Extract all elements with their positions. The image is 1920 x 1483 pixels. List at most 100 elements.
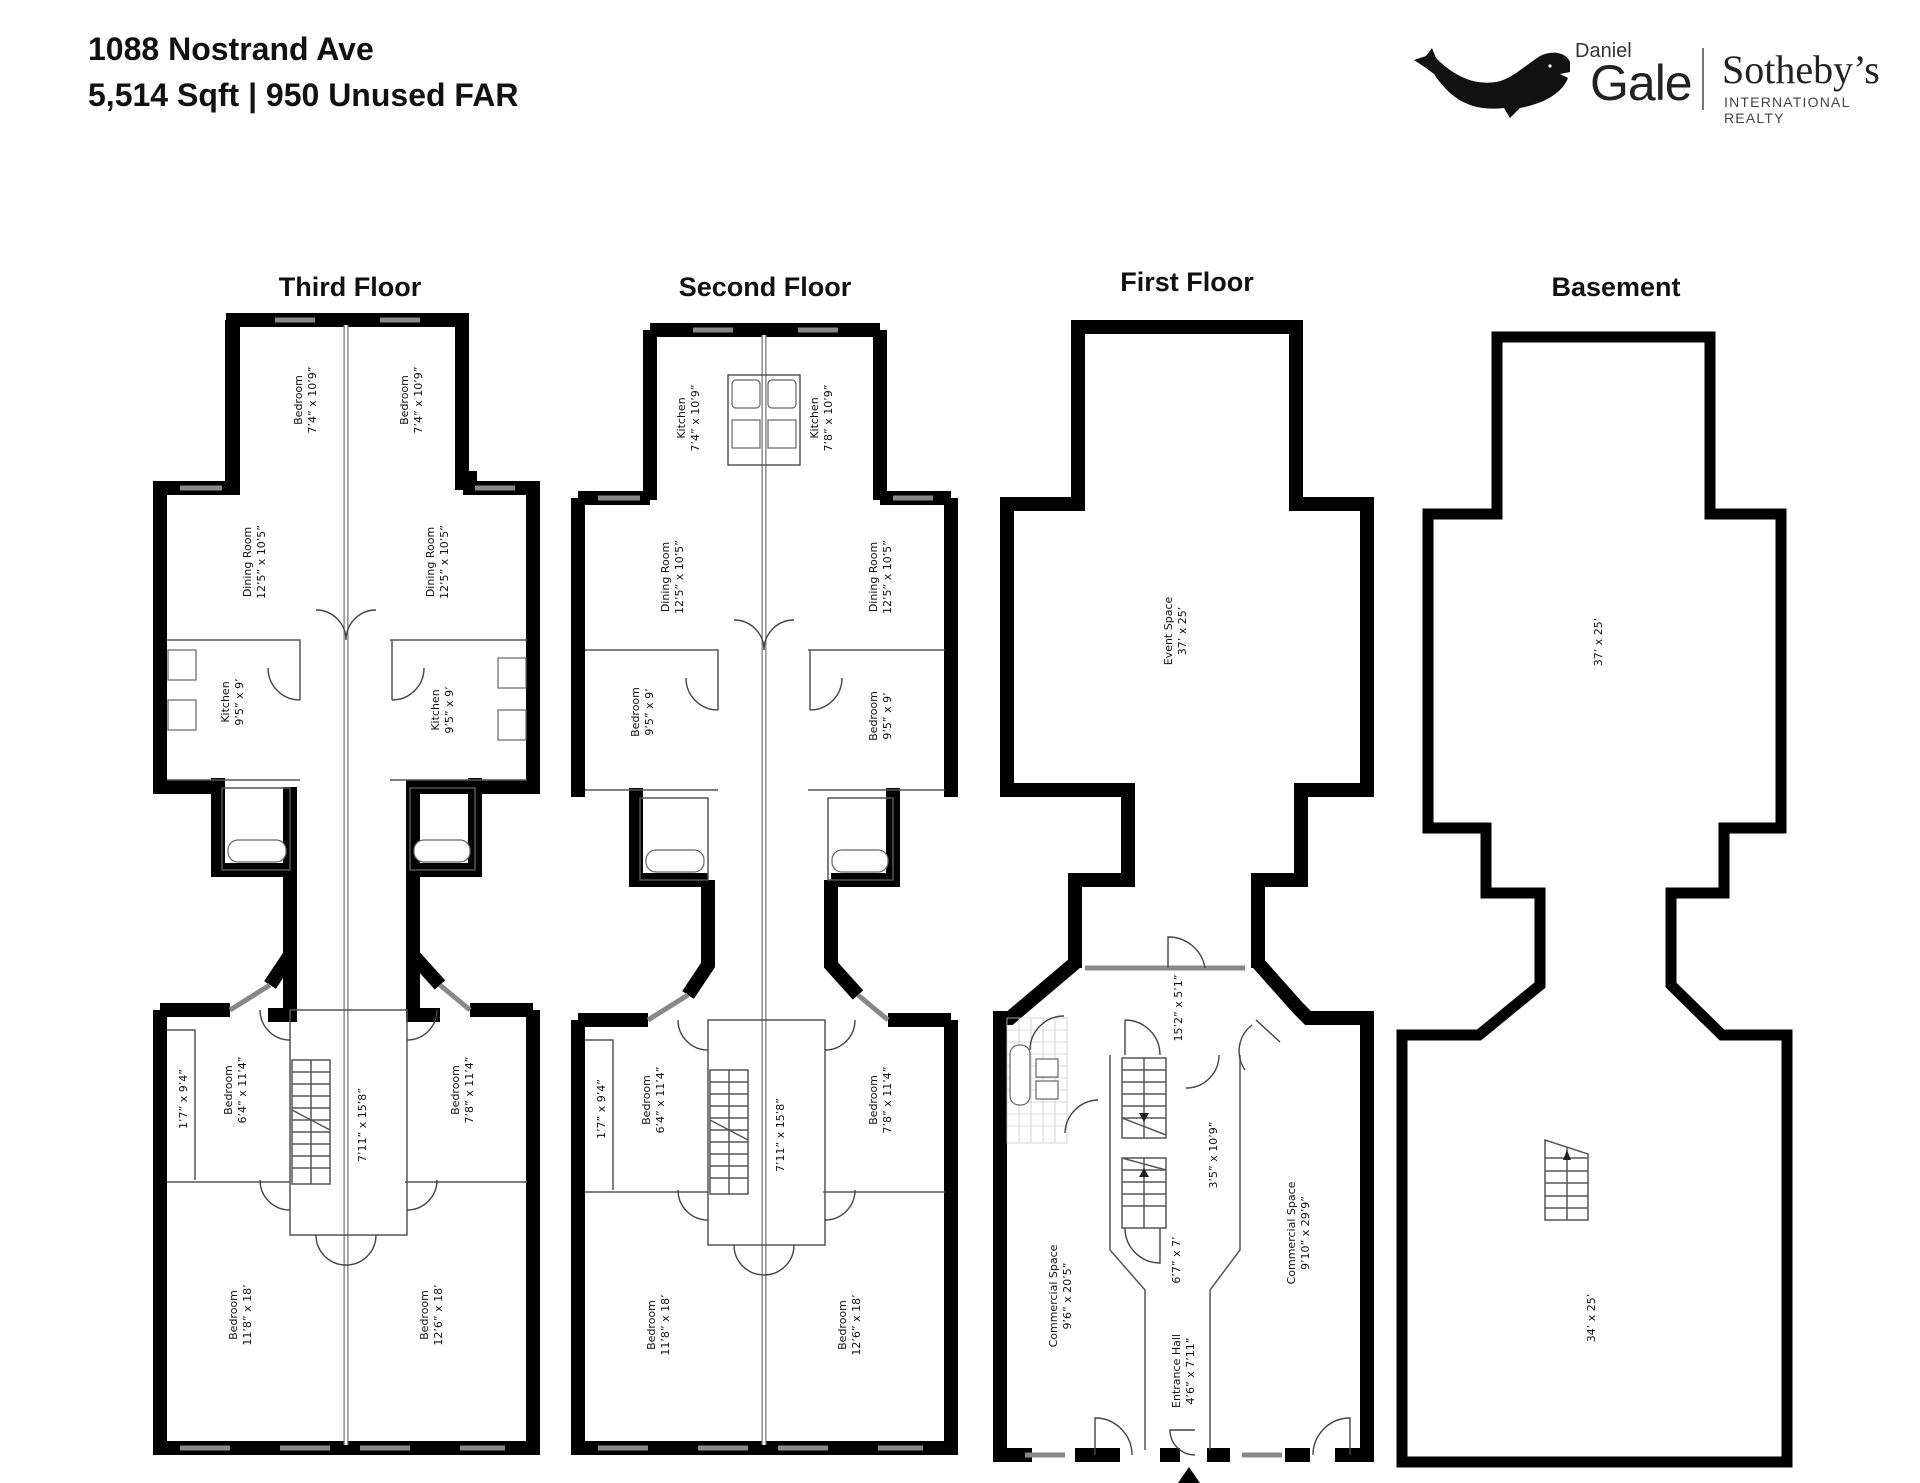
room-dims: 1’7” x 9’4” [595, 1079, 608, 1139]
svg-text:Dining Room12’5” x 10’5”: Dining Room12’5” x 10’5” [424, 525, 451, 599]
svg-text:Bedroom6’4” x 11’4”: Bedroom6’4” x 11’4” [222, 1057, 249, 1124]
svg-text:1’7” x 9’4”: 1’7” x 9’4” [595, 1079, 608, 1139]
room-name: Dining Room [659, 542, 672, 612]
room-dims: 12’6” x 18’ [850, 1294, 863, 1355]
area-summary: 5,514 Sqft | 950 Unused FAR [88, 77, 519, 113]
room-dims: 37’ x 25’ [1176, 607, 1189, 656]
address-title: 1088 Nostrand Ave [88, 31, 374, 67]
svg-text:Kitchen7’8” x 10’9”: Kitchen7’8” x 10’9” [808, 385, 835, 452]
svg-text:Event Space37’ x 25’: Event Space37’ x 25’ [1162, 597, 1189, 666]
svg-text:Bedroom9’5” x 9’: Bedroom9’5” x 9’ [629, 687, 656, 737]
window [438, 983, 472, 1012]
room-name: Kitchen [808, 397, 821, 438]
svg-text:7’11” x 15’8”: 7’11” x 15’8” [356, 1088, 369, 1162]
room-name: Dining Room [424, 527, 437, 597]
room-name: Bedroom [645, 1300, 658, 1350]
room-dims: 9’5” x 9’ [443, 686, 456, 733]
svg-text:Bedroom6’4” x 11’4”: Bedroom6’4” x 11’4” [640, 1067, 667, 1134]
room-dims: 1’7” x 9’4” [177, 1069, 190, 1129]
room-dims: 11’8” x 18’ [659, 1294, 672, 1355]
room-dims: 3’5” x 10’9” [1207, 1122, 1220, 1189]
room-dims: 7’11” x 15’8” [356, 1088, 369, 1162]
listing-header: 1088 Nostrand Ave 5,514 Sqft | 950 Unuse… [88, 26, 518, 118]
room-name: Bedroom [629, 687, 642, 737]
svg-text:1’7” x 9’4”: 1’7” x 9’4” [177, 1069, 190, 1129]
room-name: Bedroom [398, 375, 411, 425]
room-name: Dining Room [241, 527, 254, 597]
svg-text:Dining Room12’5” x 10’5”: Dining Room12’5” x 10’5” [867, 540, 894, 614]
room-dims: 34’ x 25’ [1585, 1294, 1598, 1343]
svg-text:Bedroom7’8” x 11’4”: Bedroom7’8” x 11’4” [867, 1067, 894, 1134]
svg-text:Dining Room12’5” x 10’5”: Dining Room12’5” x 10’5” [659, 540, 686, 614]
floor-title-second: Second Floor [678, 272, 852, 302]
room-dims: 15’2” x 5’1” [1172, 975, 1185, 1042]
room-name: Kitchen [219, 681, 232, 722]
floor-title-first: First Floor [1120, 267, 1254, 297]
room-dims: 4’6” x 7’11” [1184, 1338, 1197, 1405]
svg-text:Bedroom7’8” x 11’4”: Bedroom7’8” x 11’4” [449, 1057, 476, 1124]
svg-text:Bedroom9’5” x 9’: Bedroom9’5” x 9’ [867, 691, 894, 741]
second-floor-plan: Kitchen7’4” x 10’9” Kitchen7’8” x 10’9” … [571, 323, 958, 1455]
staircase-icon [1121, 1057, 1167, 1229]
room-name: Bedroom [227, 1290, 240, 1340]
room-dims: 12’5” x 10’5” [673, 540, 686, 614]
staircase-icon [291, 1059, 331, 1185]
room-dims: 9’6” x 20’5” [1061, 1263, 1074, 1330]
basement-plan: 37’ x 25’ 34’ x 25’ [1396, 331, 1793, 1468]
svg-text:Bedroom12’6” x 18’: Bedroom12’6” x 18’ [836, 1294, 863, 1355]
room-dims: 37’ x 25’ [1592, 618, 1605, 667]
room-name: Bedroom [449, 1065, 462, 1115]
svg-text:Bedroom11’8” x 18’: Bedroom11’8” x 18’ [645, 1294, 672, 1355]
room-dims: 7’4” x 10’9” [412, 367, 425, 434]
svg-text:3’5” x 10’9”: 3’5” x 10’9” [1207, 1122, 1220, 1189]
logo-gale: Gale [1590, 55, 1693, 111]
logo-divider [1702, 48, 1704, 110]
svg-text:Bedroom11’8” x 18’: Bedroom11’8” x 18’ [227, 1284, 254, 1345]
first-floor-plan: Event Space37’ x 25’ 15’2” x 5’1” 3’5” x… [993, 320, 1374, 1483]
staircase-icon [1544, 1138, 1589, 1221]
room-dims: 7’4” x 10’9” [306, 367, 319, 434]
room-dims: 7’8” x 10’9” [822, 385, 835, 452]
room-name: Bedroom [836, 1300, 849, 1350]
floor-title-third: Third Floor [278, 272, 422, 302]
svg-text:Bedroom12’6” x 18’: Bedroom12’6” x 18’ [418, 1284, 445, 1345]
third-floor-plan: Bedroom7’4” x 10’9” Bedroom7’4” x 10’9” … [153, 313, 540, 1455]
entrance-arrow-icon [1178, 1467, 1200, 1483]
room-dims: 6’7” x 7’ [1170, 1236, 1183, 1283]
room-name: Commercial Space [1285, 1181, 1298, 1284]
room-dims: 7’8” x 11’4” [881, 1067, 894, 1134]
svg-text:6’7” x 7’: 6’7” x 7’ [1170, 1236, 1183, 1283]
room-dims: 9’5” x 9’ [881, 692, 894, 739]
room-dims: 12’5” x 10’5” [438, 525, 451, 599]
window [228, 982, 272, 1013]
room-dims: 9’5” x 9’ [233, 678, 246, 725]
room-name: Dining Room [867, 542, 880, 612]
svg-text:34’ x 25’: 34’ x 25’ [1585, 1294, 1598, 1343]
floor-title-basement: Basement [1551, 272, 1681, 302]
room-dims: 11’8” x 18’ [241, 1284, 254, 1345]
room-name: Bedroom [292, 375, 305, 425]
room-dims: 12’6” x 18’ [432, 1284, 445, 1345]
svg-text:Commercial Space9’6” x 20’5”: Commercial Space9’6” x 20’5” [1047, 1244, 1074, 1347]
room-dims: 6’4” x 11’4” [654, 1067, 667, 1134]
room-name: Bedroom [418, 1290, 431, 1340]
logo-daniel: Daniel [1575, 40, 1632, 62]
room-name: Kitchen [429, 689, 442, 730]
svg-text:Entrance Hall4’6” x 7’11”: Entrance Hall4’6” x 7’11” [1170, 1334, 1197, 1408]
svg-text:7’11” x 15’8”: 7’11” x 15’8” [774, 1098, 787, 1172]
svg-text:Kitchen9’5” x 9’: Kitchen9’5” x 9’ [219, 678, 246, 725]
svg-text:Kitchen7’4” x 10’9”: Kitchen7’4” x 10’9” [675, 385, 702, 452]
whale-icon [1414, 48, 1570, 118]
room-dims: 7’11” x 15’8” [774, 1098, 787, 1172]
svg-text:Commercial Space9’10” x 29’9”: Commercial Space9’10” x 29’9” [1285, 1181, 1312, 1284]
room-dims: 9’10” x 29’9” [1299, 1196, 1312, 1270]
svg-text:Kitchen9’5” x 9’: Kitchen9’5” x 9’ [429, 686, 456, 733]
logo-international-realty: INTERNATIONAL REALTY [1724, 94, 1851, 126]
room-name: Bedroom [222, 1065, 235, 1115]
svg-text:37’ x 25’: 37’ x 25’ [1592, 618, 1605, 667]
brokerage-logo: Daniel Gale Sotheby’s INTERNATIONAL REAL… [1410, 36, 1910, 126]
room-name: Entrance Hall [1170, 1334, 1183, 1408]
room-dims: 6’4” x 11’4” [236, 1057, 249, 1124]
room-name: Bedroom [640, 1075, 653, 1125]
room-name: Event Space [1162, 597, 1175, 666]
